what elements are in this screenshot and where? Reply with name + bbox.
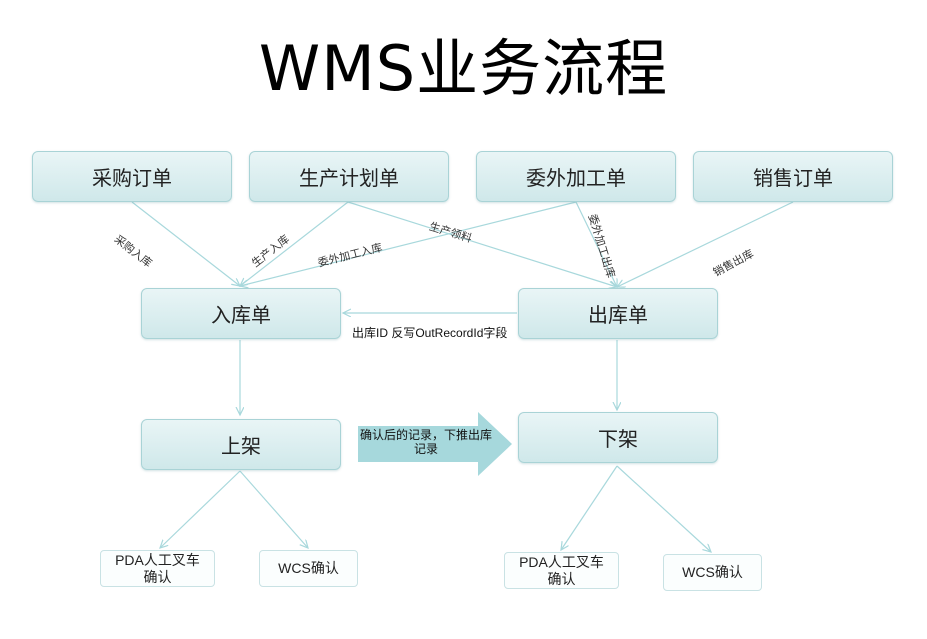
push-down-arrow <box>358 412 512 476</box>
edge-putaway-to-pda <box>160 470 241 548</box>
purchase-order-box[interactable]: 采购订单 <box>32 151 232 202</box>
putaway-box[interactable]: 上架 <box>141 419 341 470</box>
edge-picking-to-pda <box>561 465 618 550</box>
edge-outsource-to-outbound <box>575 201 617 287</box>
push-down-note: 确认后的记录，下推出库记录 <box>360 428 493 456</box>
sales-order-box[interactable]: 销售订单 <box>693 151 893 202</box>
edge-putaway-to-wcs <box>239 470 308 548</box>
edge-production-to-outbound <box>347 201 617 287</box>
page-title: WMS业务流程 <box>258 32 669 105</box>
writeback-note: 出库ID 反写OutRecordId字段 <box>352 326 508 340</box>
edge-outsource-to-inbound <box>240 201 577 286</box>
edge-picking-to-wcs <box>616 465 711 552</box>
pda-confirm-out-box[interactable]: PDA人工叉车确认 <box>504 552 619 589</box>
wcs-confirm-in-box[interactable]: WCS确认 <box>259 550 358 587</box>
wcs-confirm-out-box[interactable]: WCS确认 <box>663 554 762 591</box>
edge-sales-to-outbound <box>617 201 794 287</box>
outsource-order-box[interactable]: 委外加工单 <box>476 151 676 202</box>
edge-purchase-to-inbound <box>131 201 240 286</box>
picking-box[interactable]: 下架 <box>518 412 718 463</box>
outbound-order-box[interactable]: 出库单 <box>518 288 718 339</box>
production-plan-box[interactable]: 生产计划单 <box>249 151 449 202</box>
inbound-order-box[interactable]: 入库单 <box>141 288 341 339</box>
edge-production-to-inbound <box>240 201 349 286</box>
pda-confirm-in-box[interactable]: PDA人工叉车确认 <box>100 550 215 587</box>
